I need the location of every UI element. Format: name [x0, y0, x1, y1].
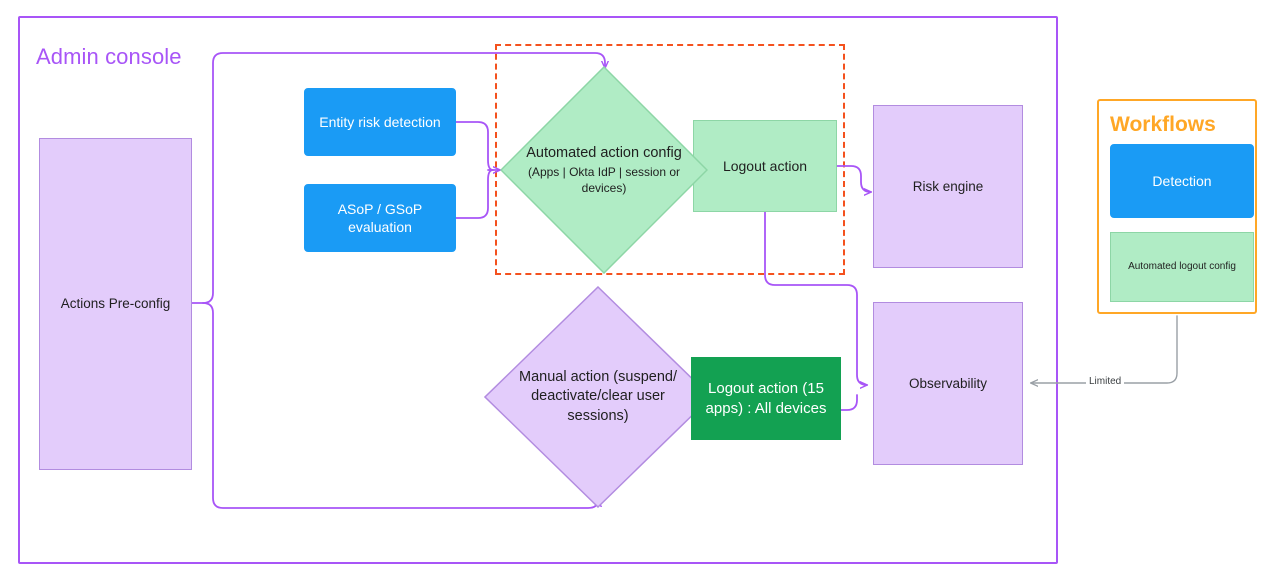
node-asop-gsop-evaluation[interactable]: ASoP / GSoP evaluation — [304, 184, 456, 252]
group-admin-console-title: Admin console — [36, 44, 182, 69]
node-observability[interactable]: Observability — [873, 302, 1023, 465]
node-logout-action-label: Logout action — [722, 157, 808, 174]
node-observability-label: Observability — [908, 375, 988, 391]
node-manual-action[interactable]: Manual action (suspend/ deactivate/clear… — [484, 286, 712, 508]
node-risk-engine-label: Risk engine — [912, 178, 984, 194]
node-workflow-automated-logout-config[interactable]: Automated logout config — [1110, 232, 1254, 302]
node-workflow-automated-logout-config-label: Automated logout config — [1128, 261, 1236, 273]
group-admin-console — [18, 16, 1058, 564]
node-manual-action-label: Manual action (suspend/ deactivate/clear… — [519, 368, 677, 424]
node-actions-preconfig-label: Actions Pre-config — [60, 296, 171, 312]
node-logout-action-apps[interactable]: Logout action (15 apps) : All devices — [691, 357, 841, 440]
node-automated-action-config-title: Automated action config — [526, 145, 682, 162]
diamond-shape-automated — [500, 66, 708, 274]
node-automated-action-config-label: Automated action config (Apps | Okta IdP… — [523, 144, 685, 196]
node-entity-risk-detection-label: Entity risk detection — [319, 113, 441, 130]
node-logout-action[interactable]: Logout action — [693, 120, 837, 212]
node-workflow-detection-label: Detection — [1152, 172, 1212, 189]
node-logout-action-apps-label: Logout action (15 apps) : All devices — [705, 379, 827, 417]
node-automated-action-config[interactable]: Automated action config (Apps | Okta IdP… — [500, 66, 708, 274]
node-automated-action-config-detail: (Apps | Okta IdP | session or devices) — [527, 164, 681, 195]
node-risk-engine[interactable]: Risk engine — [873, 105, 1023, 268]
node-workflow-detection[interactable]: Detection — [1110, 144, 1254, 218]
diamond-shape-manual — [484, 286, 712, 508]
edge-label-limited: Limited — [1086, 376, 1125, 387]
node-asop-gsop-evaluation-label: ASoP / GSoP evaluation — [337, 200, 423, 235]
node-actions-preconfig[interactable]: Actions Pre-config — [39, 138, 192, 470]
node-entity-risk-detection[interactable]: Entity risk detection — [304, 88, 456, 156]
group-workflows-title: Workflows — [1110, 113, 1216, 136]
